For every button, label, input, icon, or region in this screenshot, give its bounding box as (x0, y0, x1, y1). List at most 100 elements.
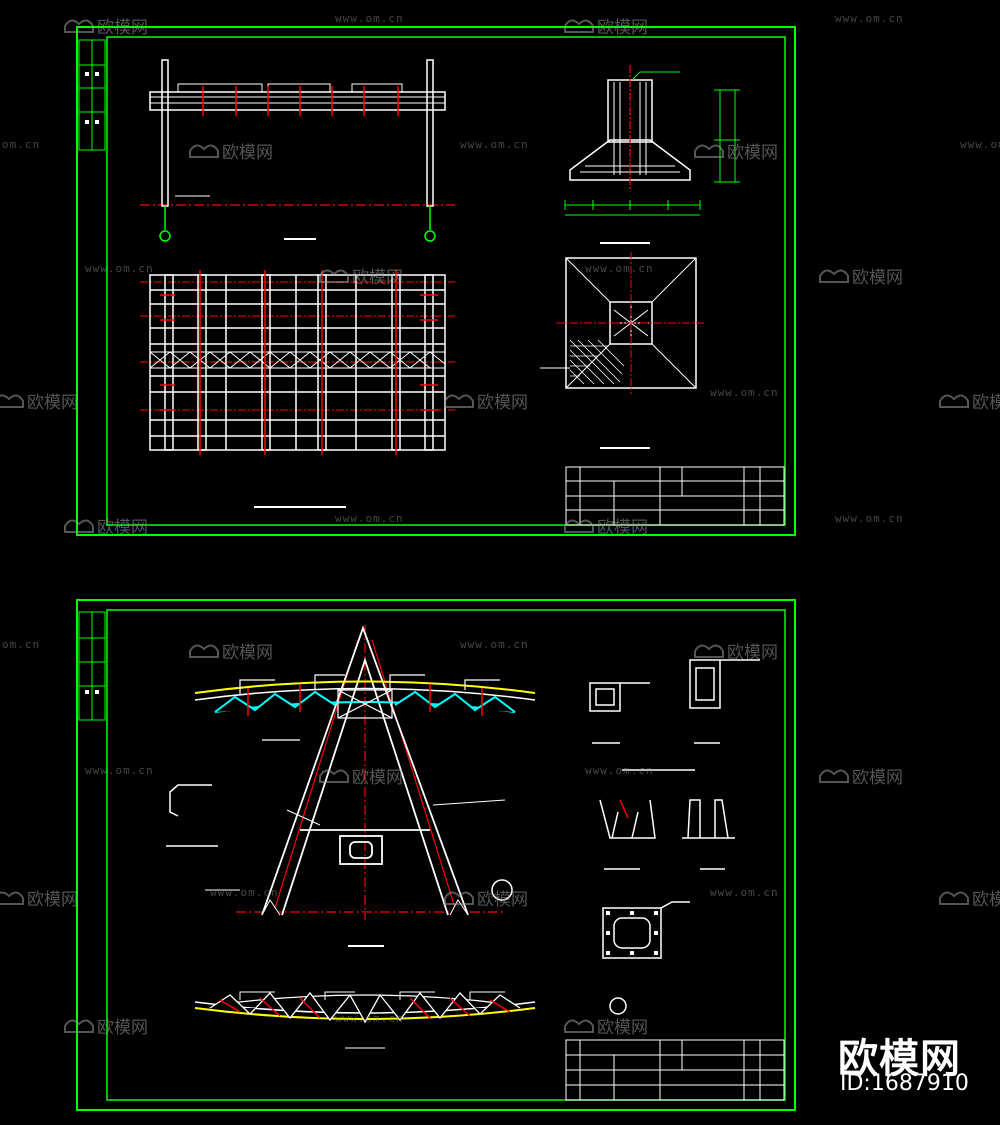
sheet-2-inner-border (106, 609, 786, 1101)
watermark-logo: 欧模网 (64, 18, 148, 38)
sheet-2-upper-truss (194, 674, 536, 741)
sheet-2-detail-pin (609, 997, 627, 1015)
watermark-site-text: 欧模网 (222, 143, 273, 163)
sheet-1-inner-border (106, 36, 786, 526)
watermark-logo: 欧模网 (564, 1018, 648, 1038)
sheet-2-detail-bolted-plate (602, 901, 690, 959)
watermark-logo: 欧模网 (319, 268, 403, 288)
brand-logo-text: 欧模网 (838, 1036, 961, 1082)
watermark-logo: 欧模网 (189, 643, 273, 663)
brand-id-label: ID:1687910 (840, 1071, 969, 1096)
watermark-site-text: 欧模网 (97, 18, 148, 38)
watermark-url-text: www.om.cn (960, 138, 1000, 151)
sofa-icon (694, 144, 724, 158)
sheet-2-a-frame-elevation (205, 625, 513, 947)
sheet-2-title-block (565, 1039, 785, 1101)
watermark-site-text: 欧模网 (352, 768, 403, 788)
sofa-icon (64, 1019, 94, 1033)
watermark-site-text: 欧模网 (727, 143, 778, 163)
sheet-1-footing-section (564, 65, 740, 244)
watermark-site-text: 欧模网 (477, 393, 528, 413)
watermark-site-text: 欧模网 (352, 268, 403, 288)
watermark-logo: 欧模网 (444, 890, 528, 910)
watermark-logo: 欧模网 (694, 643, 778, 663)
sheet-2-binding-strip (78, 611, 106, 721)
watermark-site-text: 欧模网 (597, 518, 648, 538)
sheet-1-title-block (565, 466, 785, 526)
watermark-site-text: 欧模网 (222, 643, 273, 663)
sheet-2-detail-bracket (166, 784, 218, 847)
sofa-icon (189, 144, 219, 158)
watermark-url-text: www.om.cn (460, 138, 529, 151)
sofa-icon (64, 19, 94, 33)
watermark-site-text: 欧模网 (597, 18, 648, 38)
watermark-site-text: 欧模网 (972, 393, 1000, 413)
watermark-url-text: www.om.cn (710, 886, 779, 899)
sheet-2-bolt-marks (606, 911, 658, 955)
sheet-1-binding-strip (78, 39, 106, 151)
watermark-url-text: www.om.cn (710, 386, 779, 399)
watermark-logo: 欧模网 (819, 268, 903, 288)
watermark-logo: 欧模网 (939, 393, 1000, 413)
sheet-2 (76, 599, 796, 1111)
sofa-icon (64, 519, 94, 533)
watermark-site-text: 欧模网 (97, 518, 148, 538)
watermark-logo: 欧模网 (694, 143, 778, 163)
watermark-logo: 欧模网 (564, 518, 648, 538)
sheet-1-outer-border (76, 26, 796, 536)
watermark-logo: 欧模网 (64, 518, 148, 538)
sofa-icon (444, 394, 474, 408)
sofa-icon (319, 769, 349, 783)
watermark-logo: 欧模网 (319, 768, 403, 788)
sheet-2-detail-anchors (599, 799, 735, 870)
watermark-site-text: 欧模网 (27, 393, 78, 413)
sheet-2-detail-plates (589, 659, 760, 771)
sheet-1-plan-view (140, 270, 455, 508)
watermark-url-fragment: om.cn (2, 638, 40, 651)
sofa-icon (189, 644, 219, 658)
sofa-icon (694, 644, 724, 658)
sofa-icon (0, 891, 24, 905)
watermark-logo: 欧模网 (444, 393, 528, 413)
sofa-icon (319, 269, 349, 283)
watermark-site-text: 欧模网 (727, 643, 778, 663)
watermark-site-text: 欧模网 (597, 1018, 648, 1038)
watermark-url-text: www.om.cn (585, 262, 654, 275)
watermark-url-text: www.om.cn (335, 12, 404, 25)
watermark-logo: 欧模网 (0, 393, 78, 413)
watermark-site-text: 欧模网 (97, 1018, 148, 1038)
watermark-site-text: 欧模网 (852, 768, 903, 788)
sheet-1-elevation-view (140, 59, 455, 242)
sheet-2-lower-truss (194, 991, 536, 1049)
sofa-icon (0, 394, 24, 408)
watermark-logo: 欧模网 (189, 143, 273, 163)
watermark-url-text: www.om.cn (85, 764, 154, 777)
watermark-logo: 欧模网 (0, 890, 78, 910)
watermark-logo: 欧模网 (64, 1018, 148, 1038)
sheet-1 (76, 26, 796, 536)
sofa-icon (939, 891, 969, 905)
watermark-url-text: www.om.cn (585, 764, 654, 777)
sheet-2-binding-marks (85, 690, 99, 694)
sheet-2-outer-border (76, 599, 796, 1111)
watermark-url-text: www.om.cn (335, 1012, 404, 1025)
sofa-icon (564, 19, 594, 33)
sofa-icon (564, 1019, 594, 1033)
watermark-url-text: www.om.cn (210, 886, 279, 899)
sheet-1-binding-marks (85, 72, 99, 124)
watermark-site-text: 欧模网 (852, 268, 903, 288)
watermark-url-text: www.om.cn (835, 12, 904, 25)
watermark-layer: 欧模网欧模网欧模网欧模网欧模网欧模网欧模网欧模网欧模网欧模网欧模网欧模网欧模网欧… (0, 12, 1000, 1038)
watermark-url-text: www.om.cn (85, 262, 154, 275)
sofa-icon (819, 769, 849, 783)
watermark-url-text: www.om.cn (835, 512, 904, 525)
watermark-site-text: 欧模网 (27, 890, 78, 910)
watermark-logo: 欧模网 (819, 768, 903, 788)
sofa-icon (564, 519, 594, 533)
sheet-1-footing-plan (540, 252, 706, 449)
watermark-logo: 欧模网 (564, 18, 648, 38)
watermark-url-text: www.om.cn (460, 638, 529, 651)
sofa-icon (819, 269, 849, 283)
sofa-icon (444, 891, 474, 905)
